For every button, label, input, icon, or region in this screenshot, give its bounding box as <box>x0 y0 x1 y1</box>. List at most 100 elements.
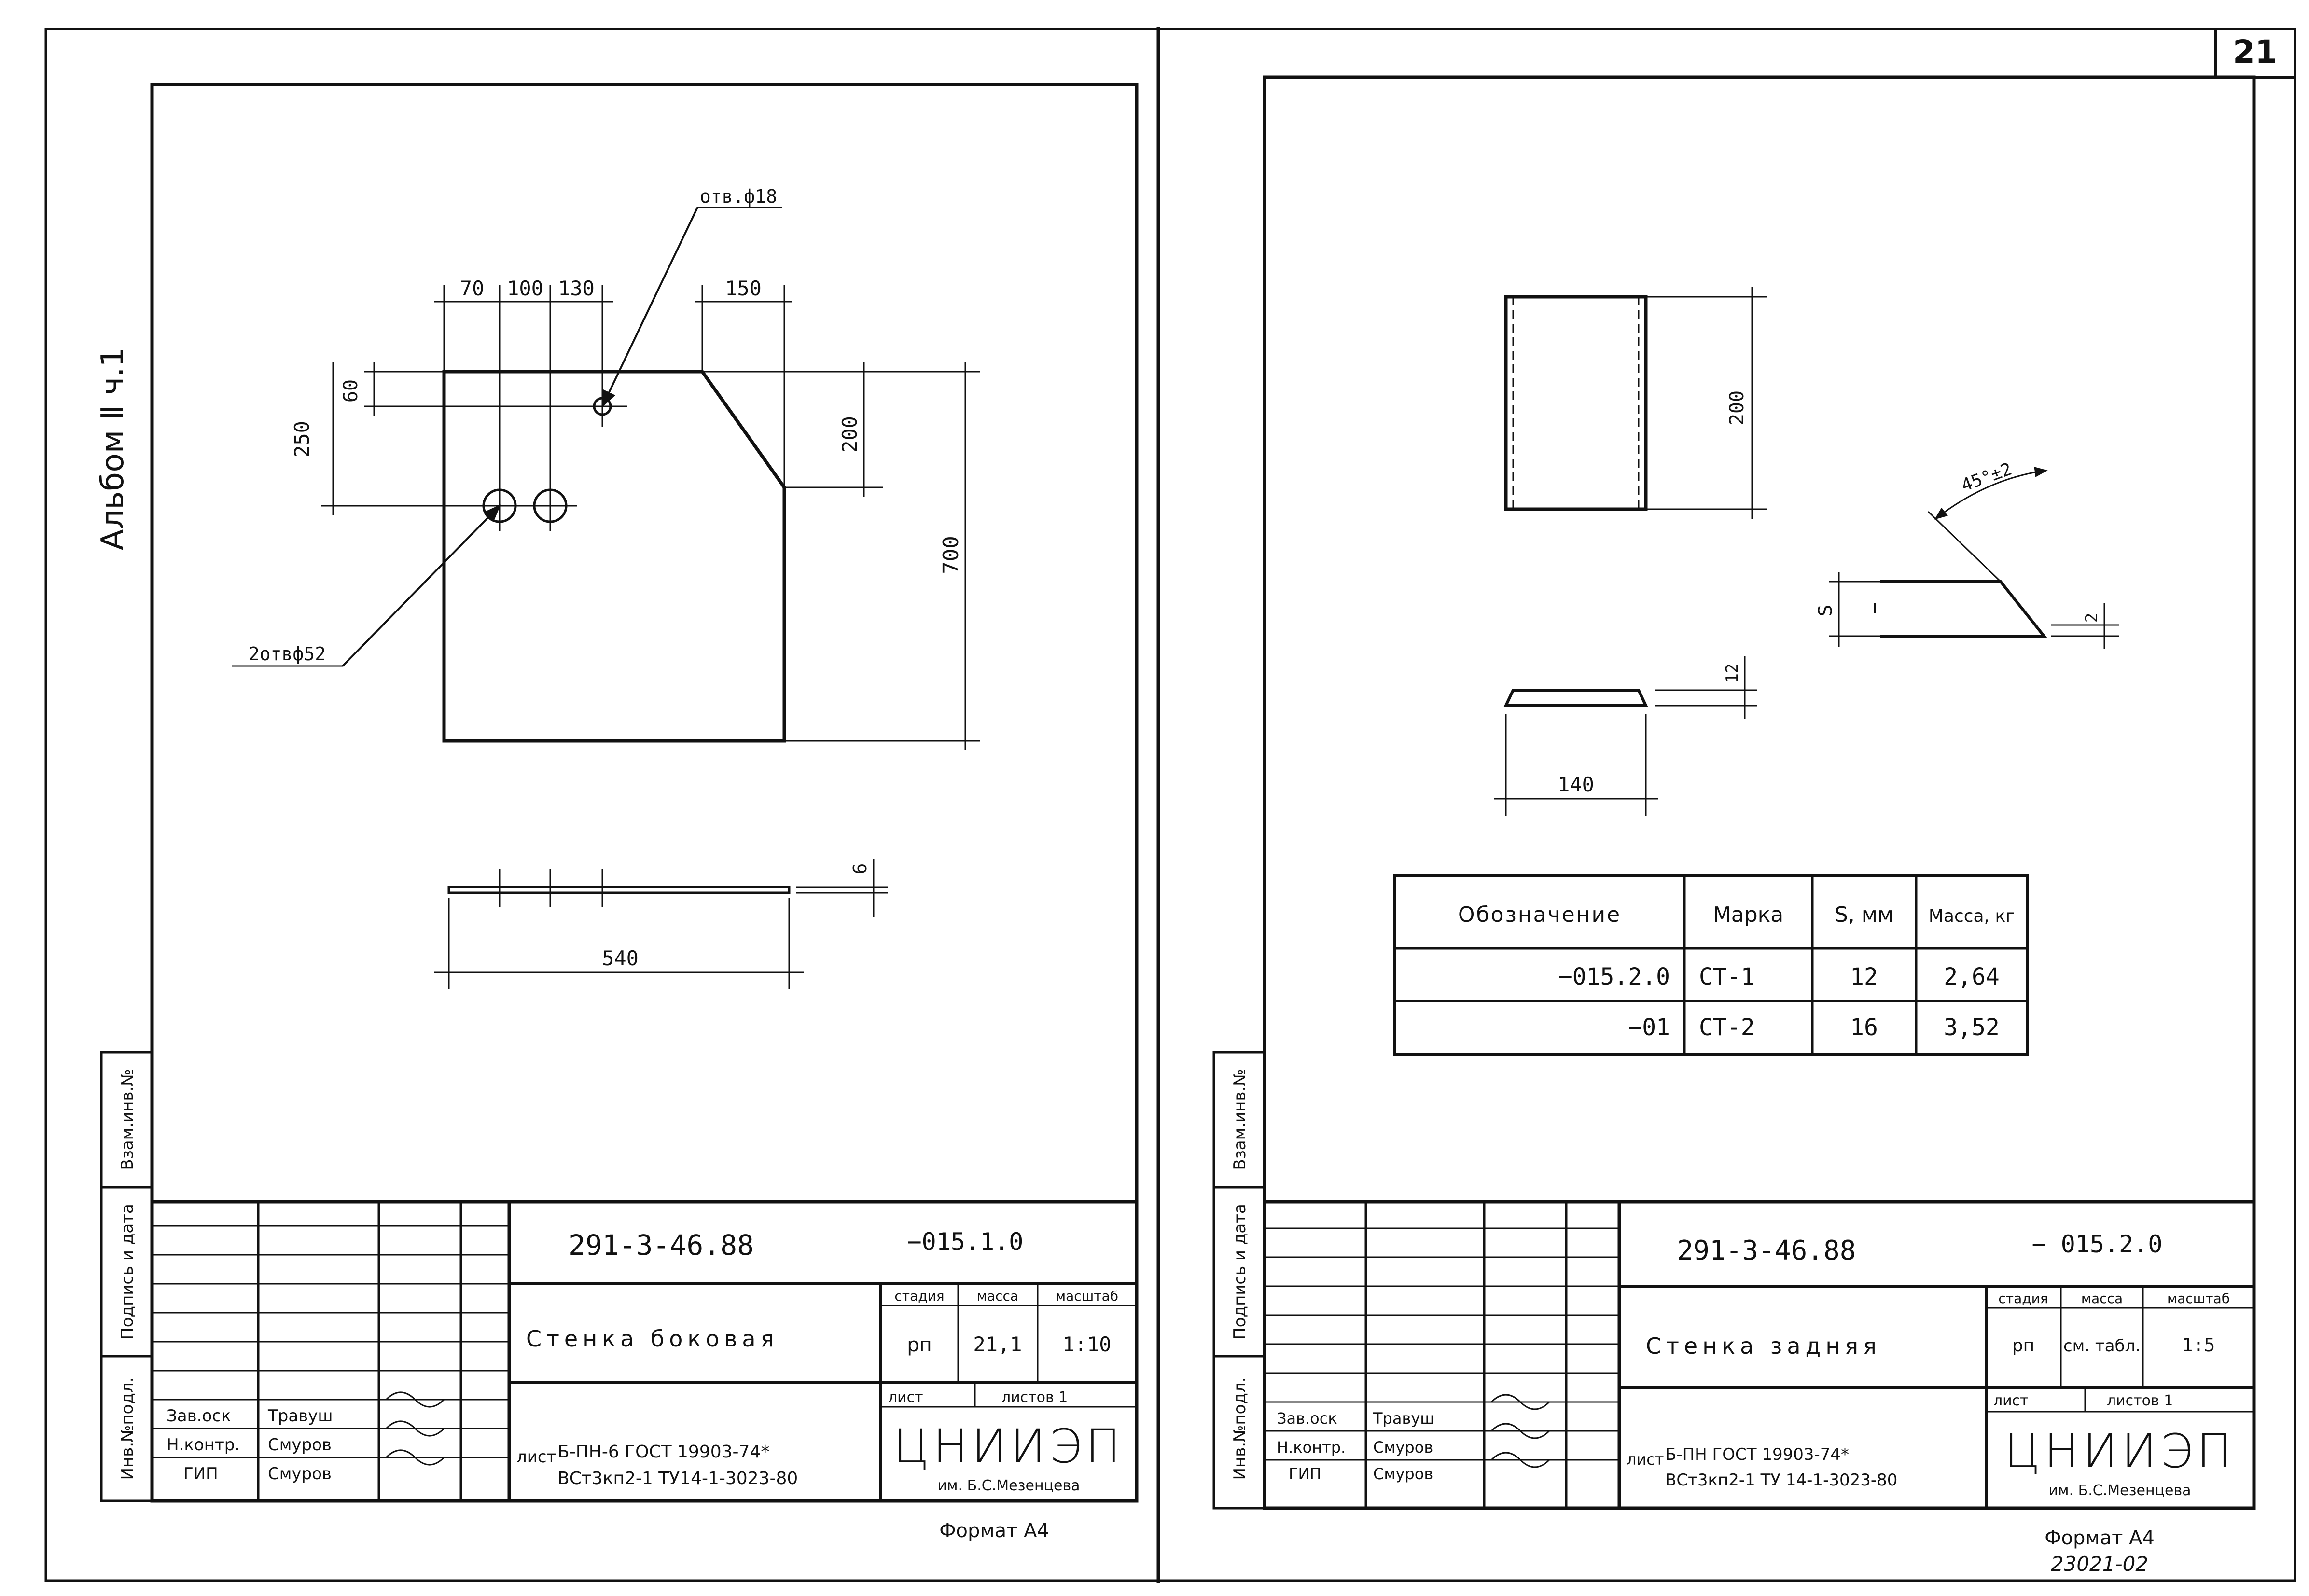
dim-12: 12 <box>1723 664 1742 683</box>
left-role-2: Н.контр. <box>167 1435 240 1455</box>
left-side-view: 6 540 <box>434 859 888 989</box>
right-scale: 1:5 <box>2182 1334 2215 1356</box>
spec-row: −01 СТ-2 16 3,52 <box>1628 1014 2000 1041</box>
right-stamp-inv-orig: Инв.№подл. <box>1230 1377 1250 1480</box>
right-name-2: Смуров <box>1373 1438 1433 1457</box>
right-front-view: 200 <box>1504 287 1767 519</box>
dim-250: 250 <box>290 421 314 458</box>
left-name-2: Смуров <box>268 1435 332 1455</box>
right-title: Стенка задняя <box>1646 1333 1881 1359</box>
right-format: Формат А4 <box>2045 1527 2155 1549</box>
right-role-3: ГИП <box>1289 1465 1321 1483</box>
dim-100: 100 <box>507 277 543 300</box>
right-chamfer-detail: S 2 45°±2 <box>1815 459 2119 649</box>
left-dims-side: 60 250 <box>290 362 475 515</box>
right-sheet: Взам.инв.№ Подпись и дата Инв.№подл. 200… <box>1212 75 2256 1576</box>
right-name-1: Травуш <box>1373 1409 1434 1428</box>
dim-60: 60 <box>340 379 362 402</box>
spec-r1-designation: −015.2.0 <box>1558 963 1670 990</box>
hole-small-callout: отв.ф18 <box>700 186 777 207</box>
right-frame <box>1263 75 2256 1510</box>
right-col-stage: стадия <box>1998 1291 2048 1306</box>
right-name-3: Смуров <box>1373 1465 1433 1483</box>
right-role-2: Н.контр. <box>1277 1438 1346 1457</box>
left-material-2: ВСт3кп2-1 ТУ14-1-3023-80 <box>557 1469 798 1488</box>
spec-header-mass: Масса, кг <box>1929 906 2015 926</box>
spec-r2-designation: −01 <box>1628 1014 1670 1041</box>
left-name-3: Смуров <box>268 1464 332 1484</box>
right-signatures <box>1490 1394 1550 1468</box>
left-signatures <box>385 1391 445 1466</box>
left-frame <box>150 83 1139 1503</box>
left-dims-top: 70 100 130 150 <box>434 277 792 487</box>
left-dims-right: 200 700 <box>702 362 980 750</box>
spec-table: Обозначение Марка S, мм Масса, кг −015.2… <box>1393 874 2029 1056</box>
dim-S: S <box>1815 605 1836 616</box>
right-material-1: Б-ПН ГОСТ 19903-74* <box>1665 1445 1849 1464</box>
left-role-1: Зав.оск <box>167 1406 231 1426</box>
left-stamp-sign-date: Подпись и дата <box>118 1204 137 1340</box>
left-stamp-inv-replace: Взам.инв.№ <box>118 1069 137 1170</box>
right-col-scale: масштаб <box>2167 1291 2230 1306</box>
left-title-block: Зав.оск Травуш Н.контр. Смуров ГИП Смуро… <box>152 1200 1137 1501</box>
right-stamp-sign-date: Подпись и дата <box>1230 1204 1250 1340</box>
left-col-mass: масса <box>977 1288 1018 1304</box>
right-col-mass: масса <box>2081 1291 2123 1306</box>
holes-big-callout: 2отвф52 <box>249 643 326 665</box>
dim-700: 700 <box>939 536 963 574</box>
archive-number: 23021-02 <box>2051 1552 2148 1576</box>
left-org-name: ЦНИИЭП <box>893 1419 1125 1473</box>
left-scale: 1:10 <box>1062 1332 1111 1356</box>
left-stamp-inv-orig: Инв.№подл. <box>118 1377 137 1480</box>
right-role-1: Зав.оск <box>1277 1409 1337 1428</box>
left-material-1: Б-ПН-6 ГОСТ 19903-74* <box>557 1442 769 1462</box>
dim-right-200: 200 <box>1726 390 1748 425</box>
spec-r2-mark: СТ-2 <box>1699 1014 1755 1041</box>
dim-6: 6 <box>849 863 871 874</box>
left-sheet-label: лист <box>888 1389 923 1406</box>
spec-row: −015.2.0 СТ-1 12 2,64 <box>1558 963 2000 990</box>
right-designation: − 015.2.0 <box>2032 1230 2163 1258</box>
right-side-stamp: Взам.инв.№ Подпись и дата Инв.№подл. <box>1212 1051 1266 1510</box>
dim-chamfer: 45°±2 <box>1959 459 2015 496</box>
album-label: Альбом Ⅱ ч.1 <box>95 347 131 550</box>
dim-150: 150 <box>725 277 762 300</box>
spec-r2-mass: 3,52 <box>1944 1014 2000 1041</box>
left-title: Стенка боковая <box>526 1326 779 1352</box>
left-doc-number: 291-3-46.88 <box>569 1229 754 1262</box>
dim-70: 70 <box>460 277 485 300</box>
left-col-scale: масштаб <box>1056 1288 1118 1304</box>
left-side-stamp: Взам.инв.№ Подпись и дата Инв.№подл. <box>100 1051 153 1502</box>
left-stage: рп <box>907 1334 932 1356</box>
left-mass: 21,1 <box>973 1332 1022 1356</box>
spec-header-designation: Обозначение <box>1458 902 1621 927</box>
spec-r2-thickness: 16 <box>1850 1014 1878 1041</box>
left-name-1: Травуш <box>267 1406 333 1426</box>
spec-r1-mass: 2,64 <box>1944 963 2000 990</box>
spec-header-mark: Марка <box>1713 902 1783 927</box>
right-material-prefix: лист <box>1627 1450 1664 1469</box>
left-org-sub: им. Б.С.Мезенцева <box>937 1477 1080 1494</box>
spec-r1-thickness: 12 <box>1850 963 1878 990</box>
right-stamp-inv-replace: Взам.инв.№ <box>1230 1069 1250 1170</box>
left-sheet: Взам.инв.№ Подпись и дата Инв.№подл. 70 … <box>100 83 1139 1542</box>
right-stage: рп <box>2012 1336 2034 1356</box>
left-sheets-label: листов 1 <box>1001 1389 1068 1406</box>
right-material-2: ВСт3кп2-1 ТУ 14-1-3023-80 <box>1665 1471 1897 1490</box>
right-edge-view: 12 140 <box>1494 656 1757 816</box>
dim-540: 540 <box>602 946 639 970</box>
left-role-3: ГИП <box>183 1464 218 1484</box>
right-org-sub: им. Б.С.Мезенцева <box>2048 1482 2191 1499</box>
right-doc-number: 291-3-46.88 <box>1677 1235 1856 1266</box>
paper-border <box>44 28 2296 1582</box>
left-callouts: отв.ф18 2отвф52 <box>232 186 782 667</box>
left-col-stage: стадия <box>894 1288 944 1304</box>
page-number: 21 <box>2233 33 2277 70</box>
right-org-name: ЦНИИЭП <box>2004 1424 2236 1478</box>
left-designation: −015.1.0 <box>907 1228 1024 1256</box>
dim-140: 140 <box>1558 773 1594 796</box>
spec-header-thickness: S, мм <box>1835 902 1893 927</box>
right-sheet-label: лист <box>1993 1392 2029 1409</box>
spec-r1-mark: СТ-1 <box>1699 963 1755 990</box>
dim-200: 200 <box>838 416 862 453</box>
